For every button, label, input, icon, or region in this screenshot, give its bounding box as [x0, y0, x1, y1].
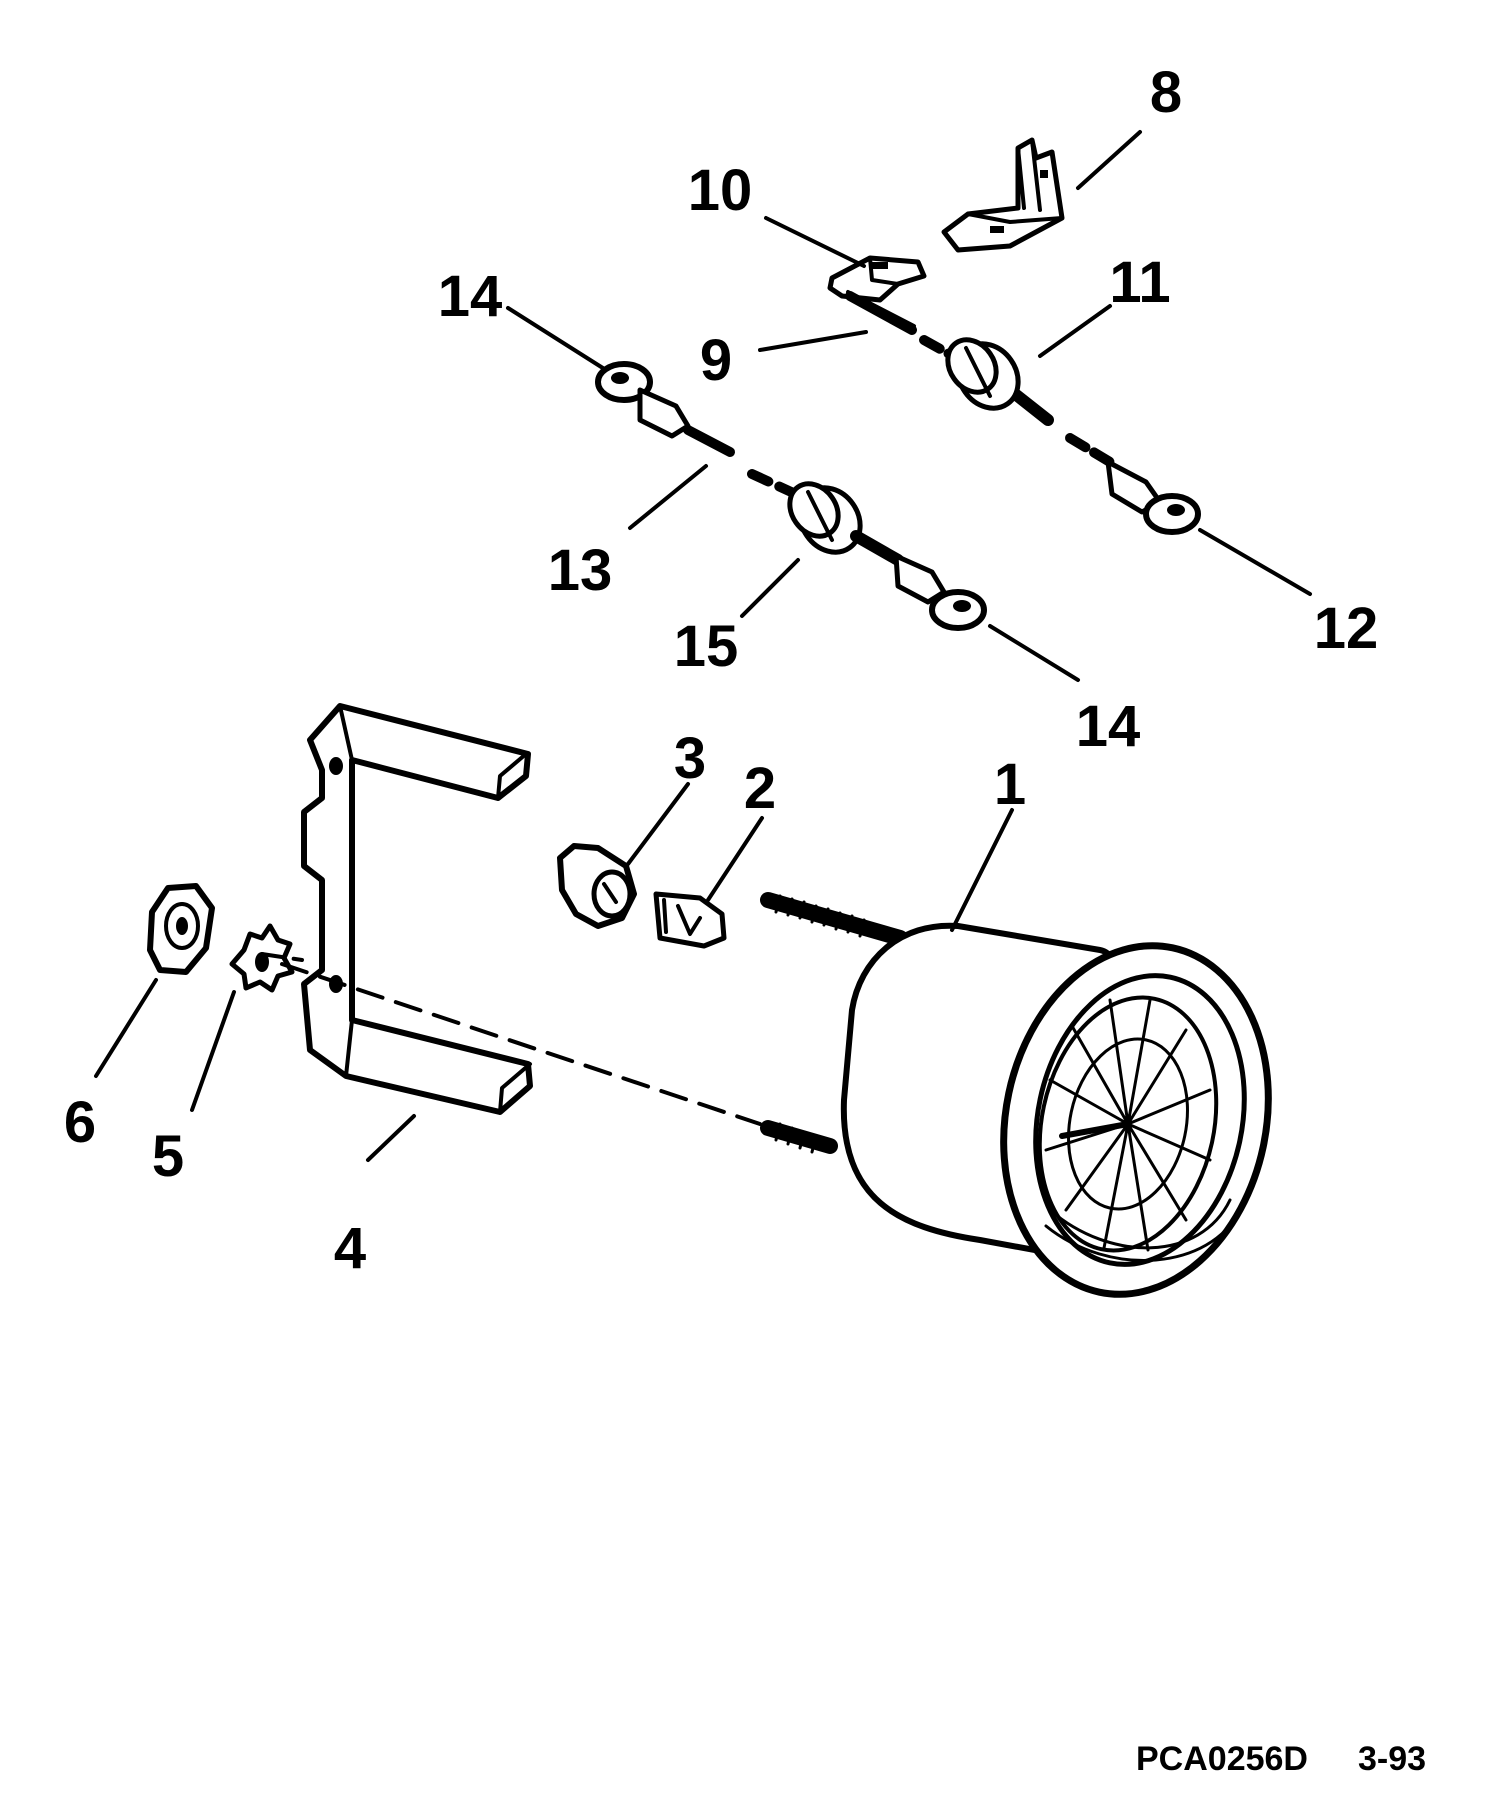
leader-14a: [506, 306, 608, 372]
part-2-lamp-bulb: [653, 891, 727, 949]
leader-14b: [988, 624, 1080, 682]
part-12-ring-terminal-upper: [1065, 433, 1201, 535]
callout-13: 13: [548, 538, 613, 603]
callout-1: 1: [994, 752, 1026, 817]
leader-4: [366, 1114, 416, 1162]
part-6-hex-nut: [147, 883, 215, 975]
leader-11: [1038, 304, 1112, 358]
part-11-grommet-upper: [919, 335, 1054, 426]
leader-9: [758, 330, 868, 352]
part-5-lock-washer: [229, 923, 295, 993]
leader-8: [1076, 130, 1142, 190]
mounting-studs: [260, 892, 908, 1154]
part-4-mounting-bracket: [301, 703, 533, 1115]
leader-13: [628, 464, 708, 530]
leader-6: [94, 978, 158, 1078]
callout-3: 3: [674, 726, 706, 791]
part-10-connector-clip: [827, 255, 927, 303]
callout-8: 8: [1150, 60, 1182, 125]
leader-2: [706, 816, 764, 902]
part-3-lamp-socket: [557, 843, 637, 929]
part-15-grommet-lower: [787, 481, 904, 566]
callout-10: 10: [688, 158, 753, 223]
callout-2: 2: [744, 756, 776, 821]
part-14-ring-terminal-lower: [893, 553, 987, 631]
leader-15: [740, 558, 800, 618]
leader-1: [950, 808, 1014, 932]
leader-5: [190, 990, 236, 1112]
leader-3: [626, 782, 690, 866]
callout-14b: 14: [1076, 694, 1141, 759]
callout-9: 9: [700, 328, 732, 393]
leader-lines: [94, 130, 1312, 1162]
part-8-terminal-bracket: [941, 137, 1065, 253]
callout-6: 6: [64, 1090, 96, 1155]
callout-5: 5: [152, 1124, 184, 1189]
leader-12: [1198, 528, 1312, 596]
gauge-dial-face: [1044, 998, 1212, 1252]
callout-15: 15: [674, 614, 739, 679]
figure-date-code: 3-93: [1358, 1740, 1426, 1778]
callout-11: 11: [1109, 250, 1170, 315]
callout-12: 12: [1314, 596, 1379, 661]
part-1-gauge: [840, 922, 1272, 1298]
figure-part-code: PCA0256D: [1136, 1740, 1308, 1778]
callout-14a: 14: [438, 264, 503, 329]
part-9-lead-wire: [845, 290, 917, 335]
leader-10: [764, 216, 866, 268]
part-14-ring-terminal-upper-left: [595, 361, 735, 457]
callout-4: 4: [334, 1216, 366, 1281]
